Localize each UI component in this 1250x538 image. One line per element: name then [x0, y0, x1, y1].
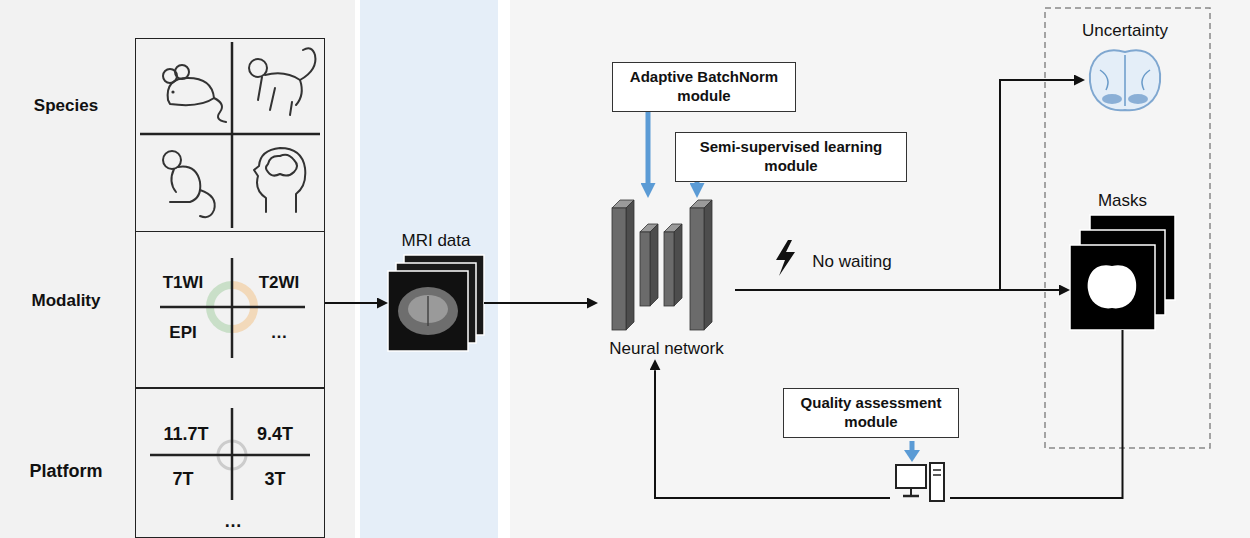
figure-label: Uncertainty [1082, 20, 1168, 41]
connector [695, 182, 700, 184]
quadrant-label: … [224, 510, 242, 533]
monkey-icon [300, 48, 315, 80]
network-layer [664, 232, 674, 306]
mri-slice [388, 271, 468, 351]
figure-label: Masks [1098, 190, 1147, 211]
monkey-icon [258, 77, 262, 100]
uncertainty-map [1128, 94, 1148, 104]
category-section: Platform11.7T9.4T7T3T… [135, 387, 325, 538]
module-box: Quality assessment module [783, 388, 959, 438]
monkey-icon [171, 169, 176, 192]
edge-label: No waiting [809, 252, 894, 272]
mri-brain [427, 296, 429, 326]
monkey-icon [170, 167, 200, 202]
quadrant-line [150, 454, 310, 457]
network-layer [612, 208, 626, 330]
uncertainty-map [1090, 50, 1160, 110]
brain-icon [266, 155, 297, 176]
category-section: Species [135, 38, 325, 232]
monkey-icon [265, 73, 302, 105]
network-layer [626, 200, 634, 330]
computer-icon [933, 469, 941, 471]
mri-brain [398, 287, 458, 335]
figure-label: MRI data [402, 230, 471, 251]
lightning-icon [776, 240, 795, 276]
module-label: Adaptive BatchNorm module [619, 68, 789, 106]
computer-icon [896, 465, 926, 488]
left-panel [0, 0, 355, 538]
module-box: Adaptive BatchNorm module [612, 62, 796, 112]
network-layer [674, 224, 682, 306]
monkey-icon [270, 88, 292, 115]
right-panel [510, 0, 1250, 538]
uncertainty-map [1102, 94, 1122, 104]
computer-icon [910, 488, 912, 495]
quadrant-line [231, 42, 234, 228]
computer-icon [930, 463, 944, 501]
quadrant-label: 3T [264, 468, 285, 491]
figure-node: Masks [1070, 215, 1175, 330]
mouse-eye [171, 90, 174, 93]
connector [484, 302, 587, 304]
middle-panel [360, 0, 498, 538]
figure-node: Uncertainty [1085, 45, 1165, 115]
computer-icon [903, 495, 919, 498]
connector [325, 302, 377, 304]
blue-arrow [904, 450, 920, 462]
network-layer [640, 232, 650, 306]
output-group-box [1045, 8, 1210, 448]
module-box: Semi-supervised learning module [675, 132, 907, 182]
quadrant-line [140, 133, 320, 136]
mouse-icon [175, 65, 189, 79]
brain-mask [1088, 265, 1137, 308]
module-label: Semi-supervised learning module [682, 138, 900, 176]
monkey-icon [200, 190, 215, 217]
module-label: Quality assessment module [790, 394, 952, 432]
network-layer [690, 208, 704, 330]
mask-slice [1070, 245, 1155, 330]
blue-arrow [910, 441, 915, 451]
quadrant-line [231, 258, 234, 358]
connector [646, 112, 651, 184]
quadrant-label: T2WI [259, 272, 300, 293]
human-head-icon [254, 148, 305, 212]
mouse-icon [214, 98, 226, 122]
section-heading: Platform [29, 460, 102, 483]
section-heading: Modality [32, 290, 101, 311]
category-section: ModalityT1WIT2WIEPI… [135, 231, 325, 389]
figure-node: Neural network [598, 198, 735, 359]
quadrant-label: EPI [169, 322, 196, 343]
quadrant-label: 7T [172, 468, 193, 491]
network-layer [650, 224, 658, 306]
computer-icon [933, 474, 941, 476]
connector [655, 330, 1123, 498]
quadrant-line [231, 408, 234, 500]
section-heading: Species [34, 95, 98, 116]
uncertainty-map [1100, 55, 1150, 106]
figure-node: MRI data [388, 255, 484, 351]
connector [735, 80, 1074, 290]
quadrant-label: 9.4T [257, 423, 293, 446]
quadrant-label: T1WI [163, 272, 204, 293]
quadrant-label: … [271, 322, 288, 343]
quadrant-label: 11.7T [163, 423, 208, 446]
network-layer [704, 200, 712, 330]
figure-label: Neural network [598, 338, 735, 359]
